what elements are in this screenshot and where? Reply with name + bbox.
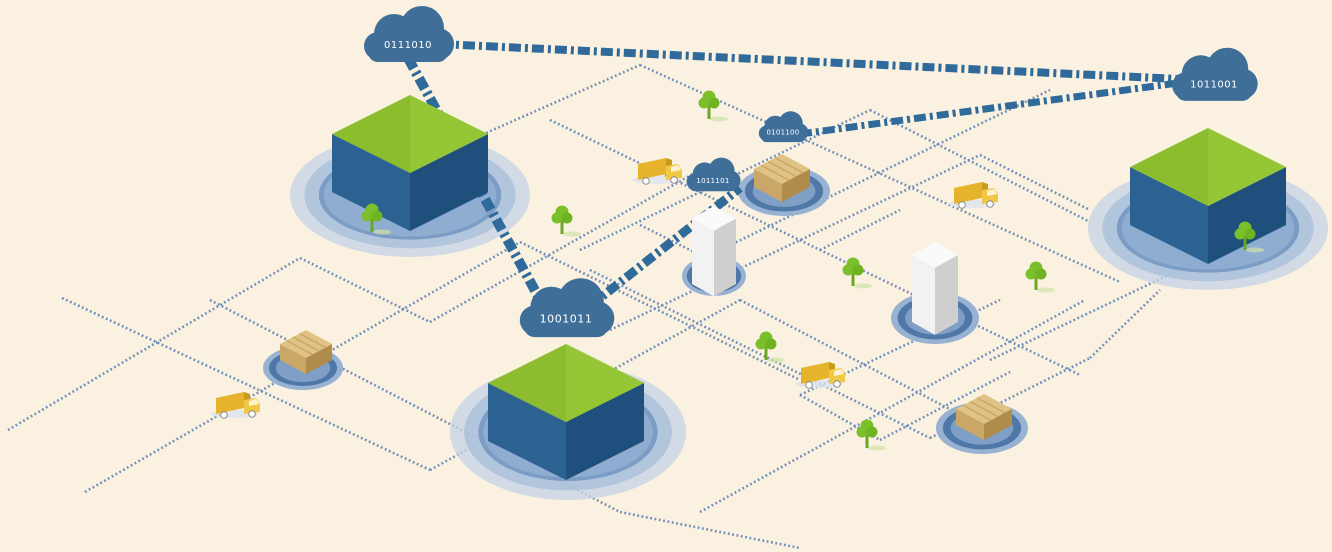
- data-link: [587, 184, 743, 310]
- road-segment: [7, 256, 301, 432]
- road-segment: [699, 298, 1086, 514]
- tree-icon: [842, 257, 872, 289]
- data-center-block-icon: [1130, 128, 1286, 264]
- tree-icon: [1234, 221, 1264, 253]
- road-segment: [979, 153, 1091, 212]
- warehouse-crate-icon: [956, 394, 1012, 440]
- server-tower-icon: [692, 206, 736, 297]
- delivery-truck-icon: [632, 158, 682, 185]
- road-segment: [519, 240, 801, 382]
- road-segment: [429, 168, 701, 324]
- cloud-label: 1011001: [1190, 80, 1238, 91]
- warehouse-crate-icon: [754, 154, 810, 202]
- delivery-truck-icon: [948, 182, 998, 209]
- tree-icon: [856, 419, 886, 451]
- road-segment: [619, 510, 801, 550]
- data-center-block-icon: [488, 344, 644, 480]
- cloud-label: 0101100: [767, 128, 800, 136]
- road-segment: [1089, 289, 1161, 359]
- tree-icon: [698, 90, 728, 122]
- tree-icon: [551, 205, 581, 237]
- tree-icon: [1025, 261, 1055, 293]
- road-segment: [929, 356, 1091, 440]
- cloud-icon: 0101100: [758, 111, 809, 143]
- cloud-icon: 1011101: [686, 157, 741, 192]
- data-link: [403, 55, 543, 299]
- server-tower-icon: [912, 242, 958, 335]
- cloud-icon: 1001011: [519, 278, 615, 338]
- delivery-truck-icon: [210, 392, 260, 419]
- cloud-label: 0111010: [384, 40, 432, 51]
- cloud-layer: 0111010 1011001 0101100 1011101 1001011: [364, 6, 1258, 338]
- warehouse-crate-icon: [280, 330, 332, 374]
- road-segment: [469, 63, 641, 142]
- tree-icon: [755, 331, 785, 363]
- cloud-label: 1011101: [696, 176, 729, 185]
- road-segment: [299, 256, 431, 324]
- cloud-icon: 0111010: [364, 6, 454, 62]
- data-link: [439, 40, 1201, 84]
- tree-icon: [361, 203, 391, 235]
- data-link: [799, 76, 1201, 138]
- data-link-layer: [403, 40, 1201, 310]
- road-segment: [549, 118, 1081, 377]
- cloud-icon: 1011001: [1172, 47, 1258, 101]
- road-segment: [589, 268, 931, 440]
- data-center-block-icon: [332, 95, 488, 231]
- object-layer: [210, 90, 1286, 480]
- road-segment: [819, 208, 901, 252]
- road-segment: [61, 296, 431, 472]
- cloud-label: 1001011: [540, 312, 593, 325]
- road-segment: [869, 108, 1091, 224]
- delivery-truck-icon: [795, 362, 845, 389]
- road-segment: [579, 108, 871, 252]
